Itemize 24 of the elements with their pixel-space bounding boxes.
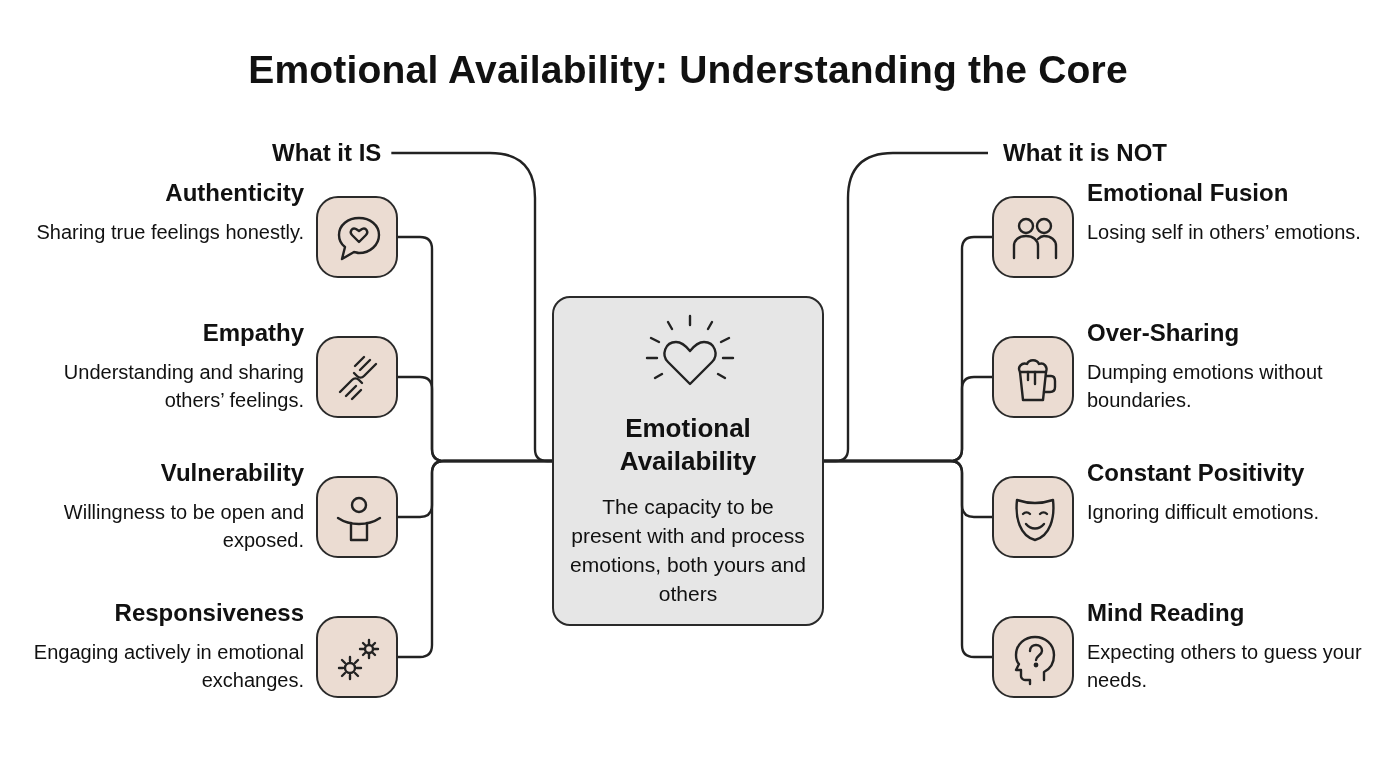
connector-line <box>824 459 992 659</box>
item-description: Engaging actively in emotional exchanges. <box>32 640 304 693</box>
item-heading: Empathy <box>201 318 304 348</box>
item-heading: Mind Reading <box>1087 598 1246 628</box>
item-heading: Responsiveness <box>113 598 304 628</box>
item-description: Expecting others to guess your needs. <box>1087 640 1363 693</box>
central-concept-box <box>552 296 824 626</box>
concept-heading: Emotional Availability <box>618 412 758 478</box>
item-description: Willingness to be open and exposed. <box>62 500 304 553</box>
item-heading: Emotional Fusion <box>1087 178 1290 208</box>
column-heading: What it is NOT <box>1003 139 1167 167</box>
item-heading: Over-Sharing <box>1087 318 1241 348</box>
item-description: Dumping emotions without boundaries. <box>1087 360 1324 413</box>
title: Emotional Availability: Understanding the Core <box>247 48 1129 92</box>
item-heading: Vulnerability <box>159 458 304 488</box>
item-description: Sharing true feelings honestly. <box>35 220 304 245</box>
item-heading: Constant Positivity <box>1087 458 1306 488</box>
item-description: Losing self in others’ emotions. <box>1087 220 1362 245</box>
connector-line <box>398 459 552 659</box>
column-heading: What it IS <box>272 139 382 167</box>
item-description: Understanding and sharing others’ feelings. <box>62 360 304 413</box>
item-heading: Authenticity <box>164 178 304 208</box>
item-description: Ignoring difficult emotions. <box>1087 500 1320 525</box>
concept-description: The capacity to be present with and process emotions, both yours and others <box>569 494 807 607</box>
